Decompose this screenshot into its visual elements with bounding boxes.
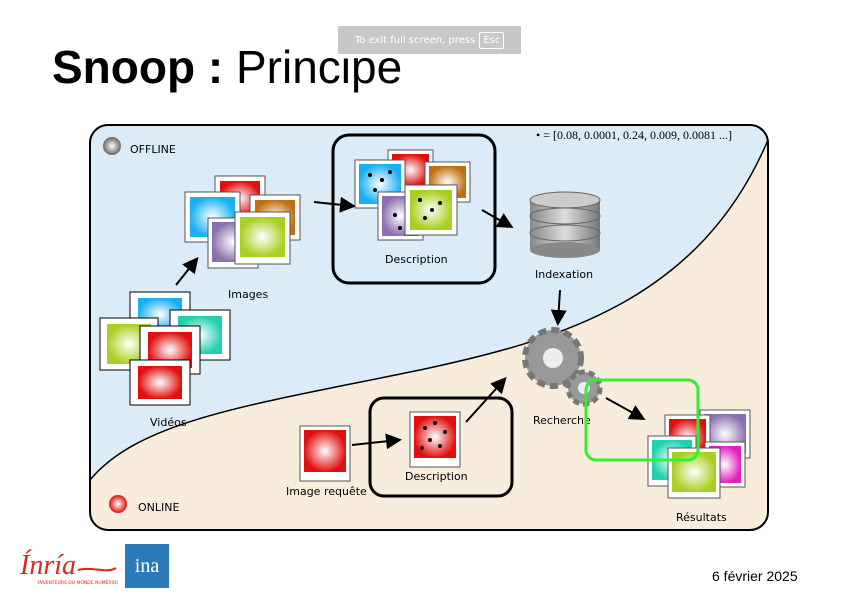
ina-logo: ina: [125, 544, 169, 588]
esc-key-hint: Esc: [479, 31, 505, 49]
offline-dot-icon: [103, 137, 121, 155]
divider-curve: [90, 139, 768, 481]
arrow-images-description: [313, 196, 356, 213]
recherche-label: Recherche: [533, 414, 591, 427]
online-dot-icon: [109, 495, 127, 513]
highlight-box: [584, 378, 700, 462]
image-requete-label: Image requête: [286, 485, 367, 498]
videos-film-icon: [99, 291, 231, 406]
descriptor-formula: • = [0.08, 0.0001, 0.24, 0.009, 0.0081 .…: [536, 128, 732, 142]
description-online-label: Description: [405, 470, 468, 483]
arrow-indexation-recherche: [550, 289, 567, 326]
database-icon: [529, 191, 601, 258]
fullscreen-banner-text: To exit full screen, press: [354, 34, 476, 46]
description-offline-box: [331, 133, 497, 285]
title-bold: Snoop :: [52, 41, 224, 93]
arrow-description-recherche: [465, 377, 507, 423]
description-online-icon: [409, 411, 461, 468]
arrow-recherche-resultats: [605, 397, 646, 420]
offline-label: OFFLINE: [130, 143, 176, 156]
videos-label: Vidéos: [150, 416, 187, 429]
query-image-icon: [299, 425, 351, 482]
description-offline-label: Description: [385, 253, 448, 266]
images-label: Images: [228, 288, 268, 301]
arrow-query-description: [351, 433, 402, 450]
images-stack-icon: [184, 175, 301, 269]
diagram-frame: [89, 124, 769, 531]
online-label: ONLINE: [138, 501, 179, 514]
gears-icon: [522, 327, 603, 407]
svg-text:INVENTEURS DU MONDE NUMÉRIQUE: INVENTEURS DU MONDE NUMÉRIQUE: [38, 578, 118, 586]
resultats-label: Résultats: [676, 511, 727, 524]
svg-text:Ínría: Ínría: [19, 550, 76, 581]
arrow-description-indexation: [481, 209, 514, 228]
fullscreen-exit-banner: To exit full screen, press Esc: [338, 26, 521, 54]
indexation-label: Indexation: [535, 268, 593, 281]
arrow-videos-images: [175, 256, 199, 286]
description-offline-icon: [354, 149, 471, 241]
slide-date: 6 février 2025: [712, 568, 798, 584]
description-online-box: [368, 396, 514, 498]
